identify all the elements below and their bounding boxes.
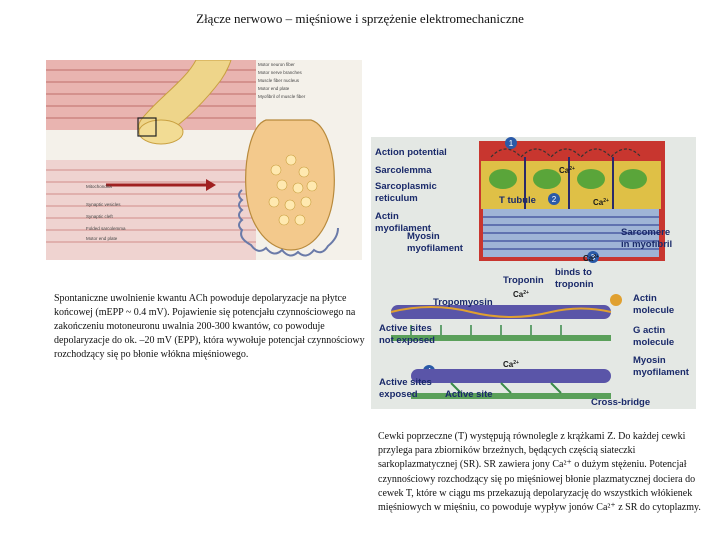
calcium-label: Ca <box>559 166 570 175</box>
calcium-charge: 2+ <box>593 254 599 260</box>
calcium-label: Ca <box>593 198 604 207</box>
label-active-site: Active site <box>445 389 493 400</box>
neuromuscular-junction-figure <box>46 60 362 260</box>
svg-text:Ca2+: Ca2+ <box>503 360 519 369</box>
step-badge: 1 <box>509 139 514 148</box>
nmj-label: Muscle fiber nucleus <box>258 78 300 83</box>
label-sarcoplasmic: Sarcoplasmic <box>375 181 437 192</box>
label-g-actin: G actin <box>633 325 665 336</box>
calcium-label: Ca <box>503 360 514 369</box>
nmj-label: Motor neuron fiber <box>258 62 295 67</box>
label-sarcomere: Sarcomere <box>621 227 670 238</box>
nmj-label: Mitochondria <box>86 184 112 189</box>
label-actin: Actin <box>375 211 399 222</box>
label-sarcolemma: Sarcolemma <box>375 165 432 176</box>
calcium-charge: 2+ <box>523 290 529 296</box>
nmj-label: Motor end plate <box>86 236 118 241</box>
svg-text:Ca2+: Ca2+ <box>593 198 609 207</box>
label-troponin-2: troponin <box>555 279 594 290</box>
label-actin-molecule-2: molecule <box>633 305 674 316</box>
calcium-charge: 2+ <box>513 360 519 366</box>
page-title: Złącze nerwowo – mięśniowe i sprzężenie … <box>196 11 524 26</box>
step-badge: 3 <box>591 253 596 262</box>
nmj-label: Motor end plate <box>258 86 290 91</box>
label-myosin-molecule: Myosin <box>633 355 666 366</box>
label-myosin-molecule-2: myofilament <box>633 367 690 378</box>
nmj-label: Motor nerve branches <box>258 70 302 75</box>
label-in-myofibril: in myofibril <box>621 239 672 250</box>
calcium-charge: 2+ <box>603 198 609 204</box>
label-troponin: Troponin <box>503 275 544 286</box>
label-actin-myofilament: myofilament <box>375 223 432 234</box>
label-action-potential: Action potential <box>375 147 447 158</box>
label-actin-molecule: Actin <box>633 293 657 304</box>
label-active-sites: Active sites <box>379 323 432 334</box>
nmj-label: Myofibril of muscle fiber <box>258 94 306 99</box>
ecc-description: Cewki poprzeczne (T) występują równolegl… <box>378 431 701 514</box>
svg-text:Ca2+: Ca2+ <box>559 166 575 175</box>
calcium-label: Ca <box>513 290 524 299</box>
label-myosin-myofilament: myofilament <box>407 243 464 254</box>
calcium-charge: 2+ <box>569 166 575 172</box>
svg-text:Ca2+: Ca2+ <box>513 290 529 299</box>
nmj-label: Folded sarcolemma <box>86 226 126 231</box>
svg-text:Ca2+: Ca2+ <box>583 254 599 263</box>
label-binds-to: binds to <box>555 267 592 278</box>
nmj-label: Synaptic cleft <box>86 214 113 219</box>
excitation-contraction-figure: 1 2 3 4 Action potential Sarcolemma Sarc… <box>371 137 696 409</box>
label-g-actin-2: molecule <box>633 337 674 348</box>
label-reticulum: reticulum <box>375 193 418 204</box>
label-myosin: Myosin <box>407 231 440 242</box>
calcium-label: Ca <box>583 254 594 263</box>
nmj-label: Synaptic vesicles <box>86 202 121 207</box>
label-cross-bridge: Cross-bridge <box>591 397 650 408</box>
step-badge: 2 <box>552 195 557 204</box>
label-active-sites-2: Active sites <box>379 377 432 388</box>
label-t-tubule: T tubule <box>499 195 536 206</box>
label-tropomyosin: Tropomyosin <box>433 297 493 308</box>
label-exposed: exposed <box>379 389 418 400</box>
nmj-description: Spontaniczne uwolnienie kwantu ACh powod… <box>54 293 365 360</box>
label-not-exposed: not exposed <box>379 335 435 346</box>
